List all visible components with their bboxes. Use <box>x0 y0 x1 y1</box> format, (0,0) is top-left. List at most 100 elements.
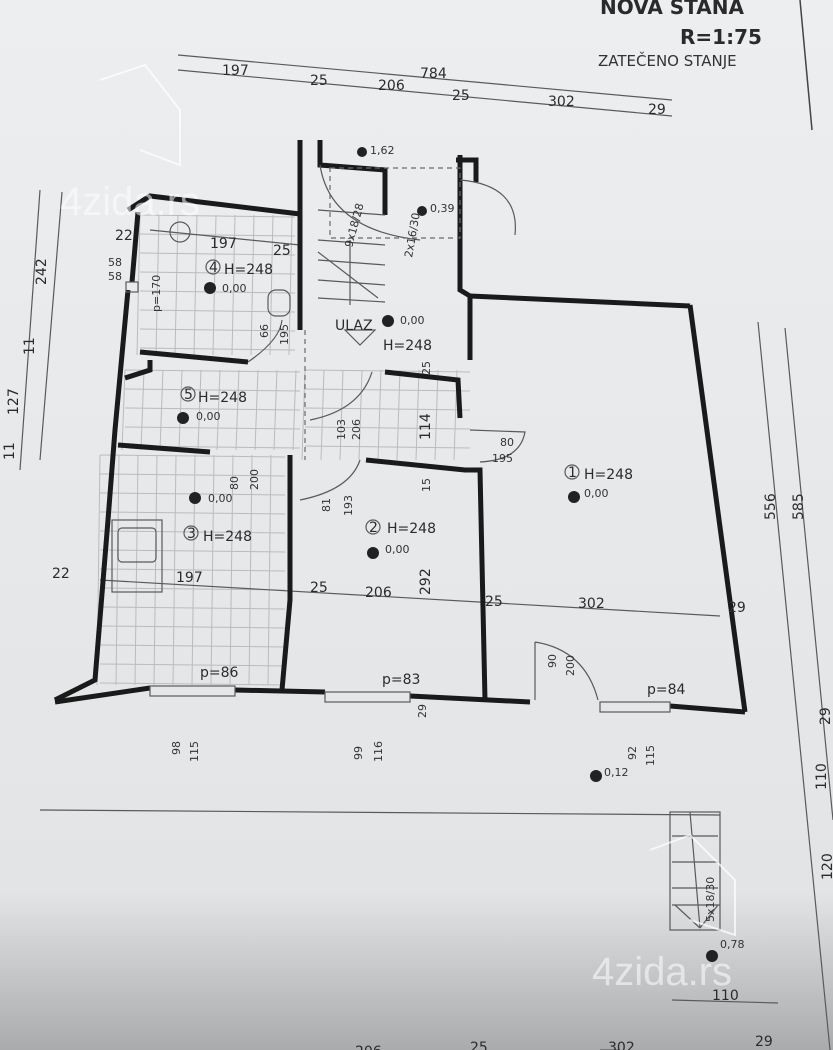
tile-line <box>99 606 286 610</box>
entrance-level: 0,00 <box>400 314 425 327</box>
tile-line <box>339 369 344 461</box>
tile-line <box>434 369 439 461</box>
room-level: 0,00 <box>385 543 410 556</box>
bathroom-fixtures <box>111 221 291 593</box>
dim-top: 29 <box>648 102 666 118</box>
dim: 29 <box>728 600 746 616</box>
tile-line <box>139 328 296 332</box>
dim: 80 <box>500 436 514 449</box>
room-height: H=248 <box>387 521 436 537</box>
tile-line <box>178 369 183 451</box>
dim: 92 <box>626 746 639 760</box>
room-number: 5 <box>184 387 193 403</box>
level-mid-stair: 0,39 <box>430 202 455 215</box>
plan-title: NOVA STANA <box>600 0 744 19</box>
dim: 98 <box>170 741 183 755</box>
tile-line <box>99 682 286 686</box>
dim-top: 25 <box>310 73 328 89</box>
watermark: 4zida.rs <box>592 950 732 994</box>
tile-line <box>377 369 382 461</box>
stair-outside: 5x18/30 <box>704 877 717 922</box>
dim: 22 <box>115 228 133 244</box>
tile-line <box>193 214 198 356</box>
tile-line <box>124 369 301 373</box>
tile-grid <box>96 214 471 686</box>
tile-line <box>320 369 325 461</box>
tile-line <box>99 568 286 572</box>
tile-line <box>139 233 296 237</box>
dim: 116 <box>372 741 385 762</box>
dim: 197 <box>210 236 237 252</box>
tile-line <box>99 511 286 515</box>
plan-state: ZATEČENO STANJE <box>598 51 737 70</box>
tile-line <box>99 549 286 553</box>
room-height: H=248 <box>584 467 633 483</box>
tile-line <box>174 214 179 356</box>
dim-right: 29 <box>818 707 833 725</box>
dim: 90 <box>546 654 559 668</box>
level-outside: 0,12 <box>604 766 629 779</box>
entrance-height: H=248 <box>383 338 432 354</box>
entrance-label: ULAZ <box>335 318 373 334</box>
tile-line <box>304 426 471 430</box>
dim: 58 <box>108 270 122 283</box>
watermark-logo <box>99 63 736 937</box>
tile-line <box>124 388 301 392</box>
dim-right: 585 <box>791 493 807 520</box>
tile-line <box>415 369 420 461</box>
room-number: 2 <box>369 520 378 536</box>
dim: 200 <box>248 469 261 490</box>
dim: p=86 <box>200 665 239 681</box>
room-number: 4 <box>209 260 218 276</box>
room-height: H=248 <box>198 390 247 406</box>
dim-left: 11 <box>22 337 38 355</box>
room-level: 0,00 <box>208 492 233 505</box>
dim: 193 <box>342 495 355 516</box>
dim-right: 556 <box>763 493 779 520</box>
tile-line <box>99 644 286 648</box>
room-4: 4 H=248 0,00 <box>204 259 273 295</box>
tile-line <box>235 369 240 451</box>
dim: 302 <box>578 596 605 612</box>
dim: 25 <box>485 594 503 610</box>
tile-line <box>304 407 471 411</box>
tile-line <box>216 369 221 451</box>
dim-top: 302 <box>548 94 575 110</box>
dim: 25 <box>420 361 433 375</box>
stairs <box>304 167 721 931</box>
dim-top: 206 <box>378 78 405 94</box>
room-3: 0,00 3 H=248 <box>183 492 252 545</box>
dim: 292 <box>418 568 434 595</box>
tile-line <box>99 454 286 458</box>
entrance-hall: ULAZ 0,00 H=248 <box>335 314 432 354</box>
dim: 25 <box>273 243 291 259</box>
dim: 197 <box>176 570 203 586</box>
room-1: 1 H=248 0,00 <box>564 464 633 503</box>
level-top-stair: 1,62 <box>370 144 395 157</box>
dim-right: 110 <box>814 763 830 790</box>
dim: 115 <box>644 745 657 766</box>
dimension-lines <box>19 54 833 1050</box>
dim: 114 <box>418 413 434 440</box>
tile-line <box>99 625 286 629</box>
tile-line <box>155 214 160 356</box>
dim: 58 <box>108 256 122 269</box>
room-level: 0,00 <box>222 282 247 295</box>
tile-line <box>358 369 363 461</box>
dim: 66 <box>258 324 271 338</box>
paper-border <box>799 0 813 131</box>
tile-line <box>121 369 126 451</box>
dim: 80 <box>228 476 241 490</box>
dim: 206 <box>350 419 363 440</box>
room-level: 0,00 <box>584 487 609 500</box>
dim: 115 <box>188 741 201 762</box>
room-number: 1 <box>568 465 577 481</box>
dim-bottom: 25 <box>470 1040 488 1050</box>
dim-bottom: 29 <box>755 1034 773 1050</box>
room-height: H=248 <box>224 262 273 278</box>
dim: 103 <box>335 419 348 440</box>
dim: 195 <box>278 324 291 345</box>
tile-line <box>124 426 301 430</box>
